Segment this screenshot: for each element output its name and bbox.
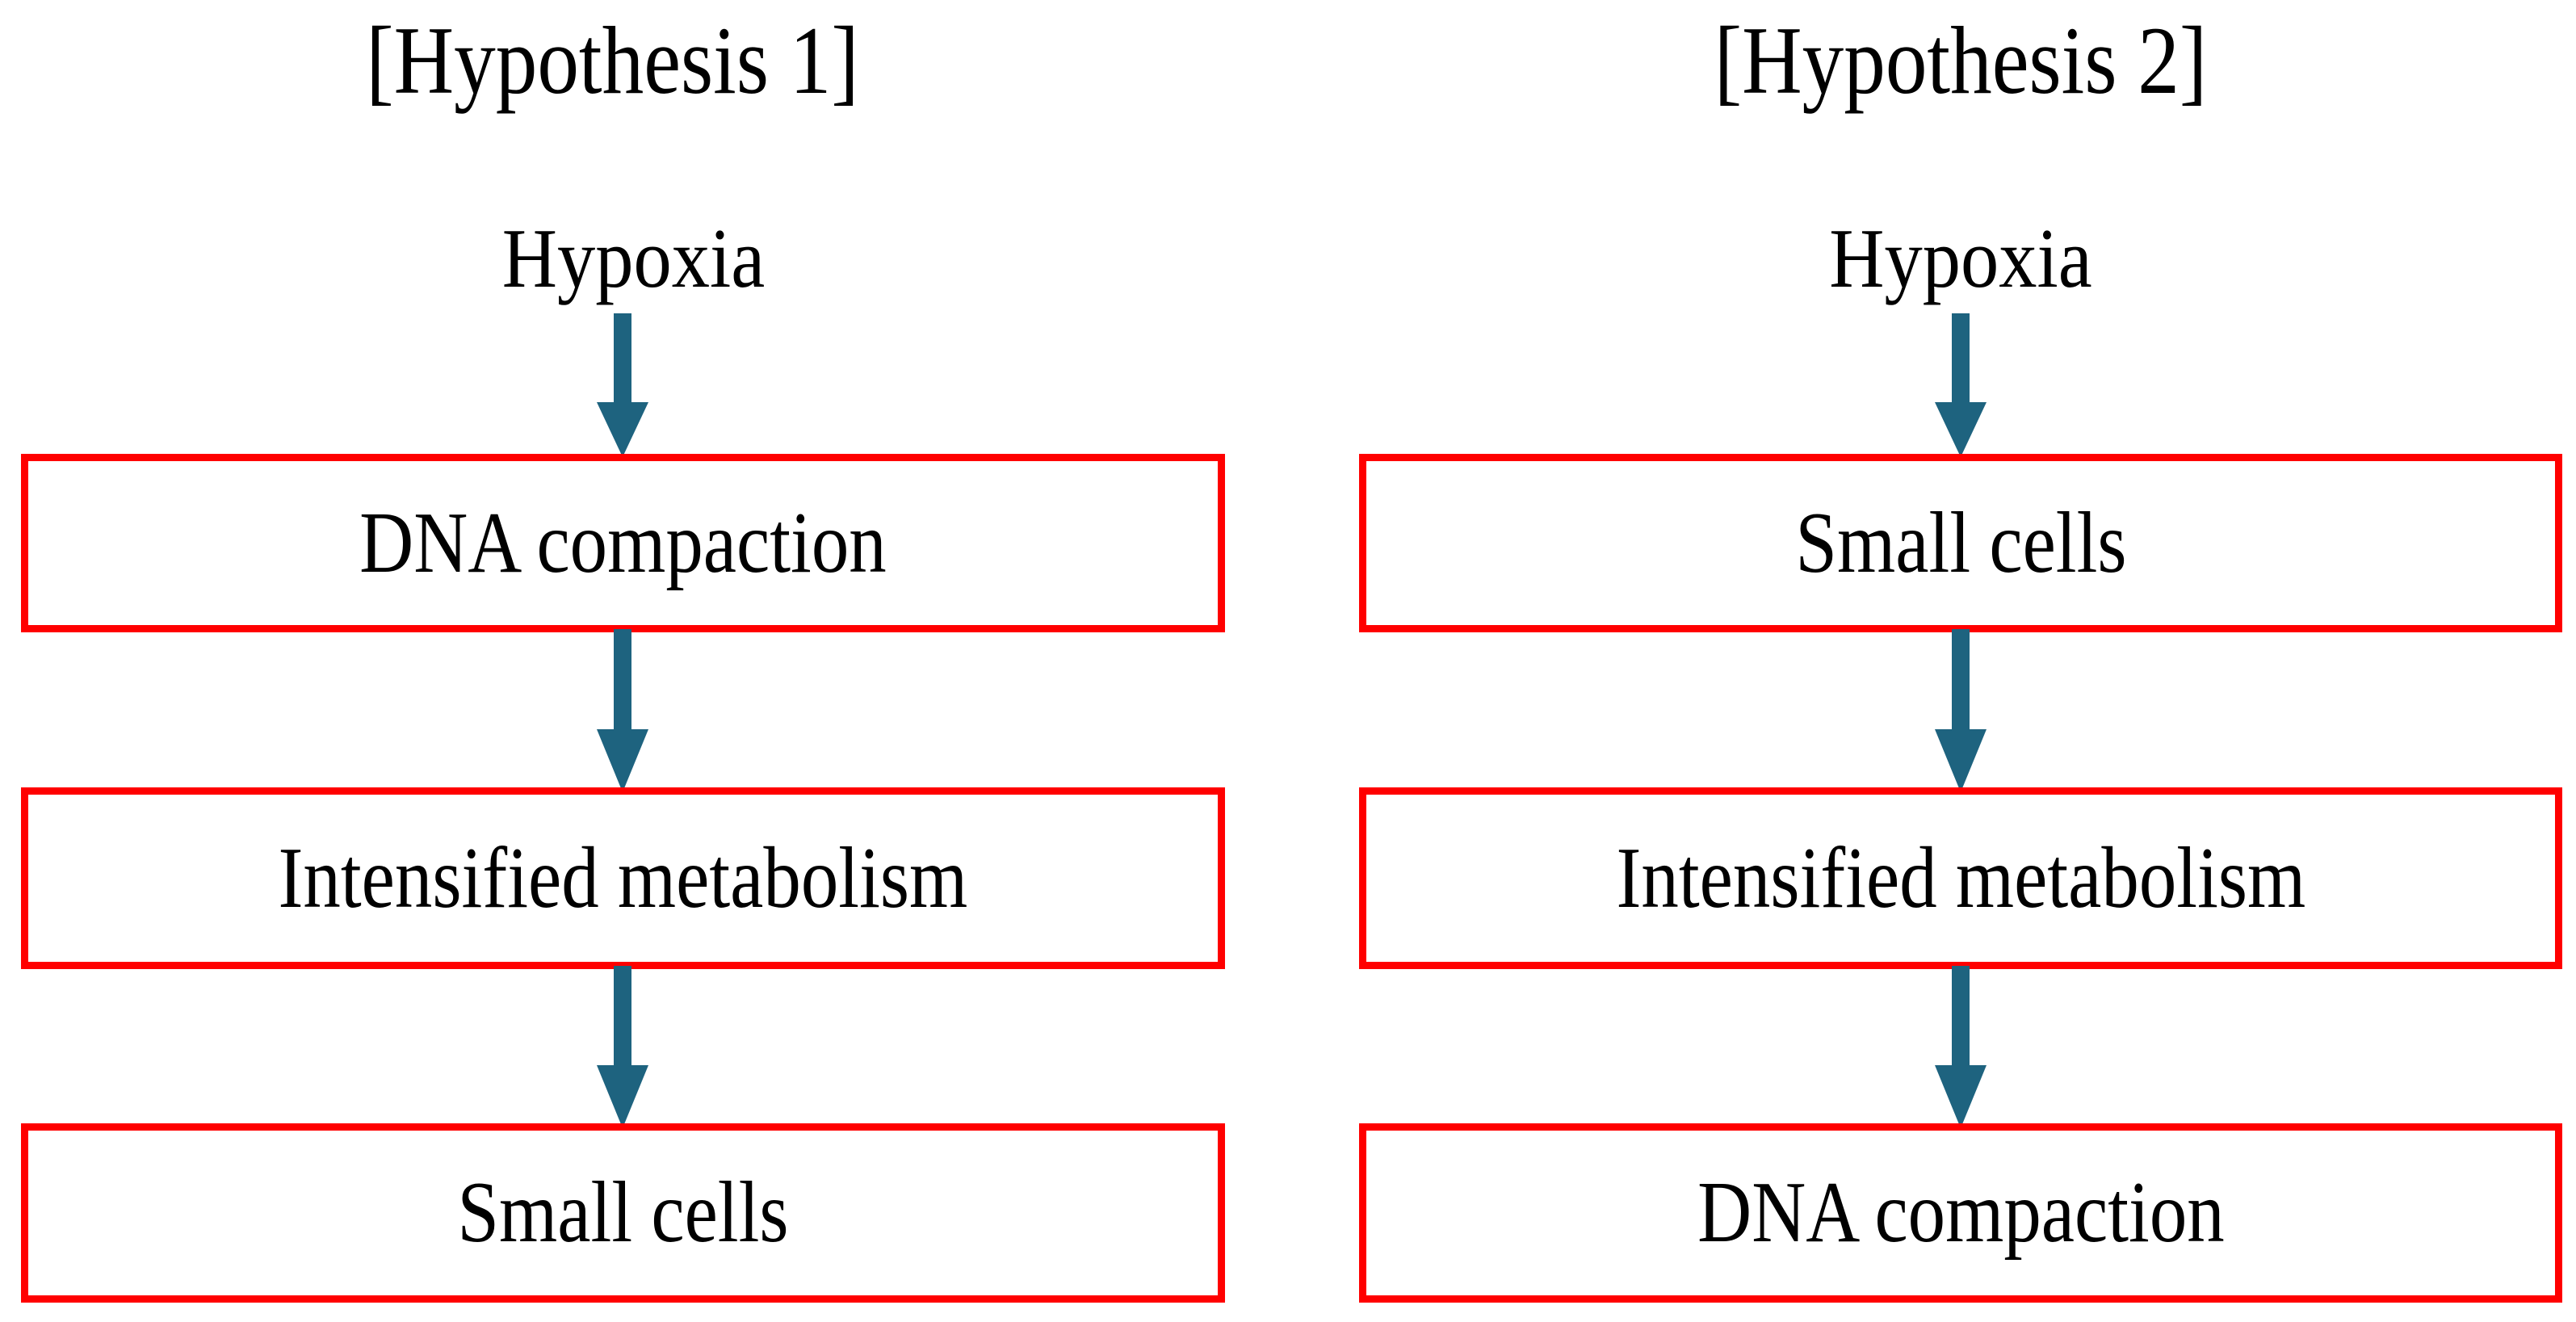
arrow-hypoxia-to-step1-col1 [594, 313, 652, 457]
hypothesis-2-step-3-label: DNA compaction [1697, 1165, 2225, 1261]
hypothesis-1-step-3-label: Small cells [457, 1165, 789, 1261]
hypothesis-1-step-1-label: DNA compaction [359, 494, 887, 591]
hypothesis-2-step-2-box: Intensified metabolism [1359, 787, 2562, 969]
hypothesis-1-step-1-box: DNA compaction [21, 454, 1225, 632]
arrow-hypoxia-to-step1-col2 [1932, 313, 1990, 457]
hypothesis-1-title: [Hypothesis 1] [366, 6, 859, 114]
hypothesis-2-step-1-label: Small cells [1794, 494, 2127, 591]
arrow-step1-to-step2-col1 [594, 629, 652, 792]
hypothesis-1-column: [Hypothesis 1] Hypoxia DNA compaction In… [21, 6, 1225, 1303]
hypothesis-2-title: [Hypothesis 2] [1714, 6, 2208, 114]
hypothesis-2-column: [Hypothesis 2] Hypoxia Small cells Inten… [1288, 0, 2576, 1322]
hypothesis-2-step-3-box: DNA compaction [1359, 1123, 2562, 1303]
hypothesis-1-source-label: Hypoxia [501, 211, 766, 305]
hypothesis-1-step-2-box: Intensified metabolism [21, 787, 1225, 969]
arrow-step2-to-step3-col2 [1932, 966, 1990, 1128]
hypothesis-2-source-label: Hypoxia [1829, 211, 2092, 305]
arrow-step1-to-step2-col2 [1932, 629, 1990, 792]
hypothesis-2-step-2-label: Intensified metabolism [1616, 829, 2305, 926]
hypothesis-1-step-3-box: Small cells [21, 1123, 1225, 1303]
hypothesis-2-step-1-box: Small cells [1359, 454, 2562, 632]
arrow-step2-to-step3-col1 [594, 966, 652, 1128]
hypothesis-1-step-2-label: Intensified metabolism [278, 829, 968, 926]
